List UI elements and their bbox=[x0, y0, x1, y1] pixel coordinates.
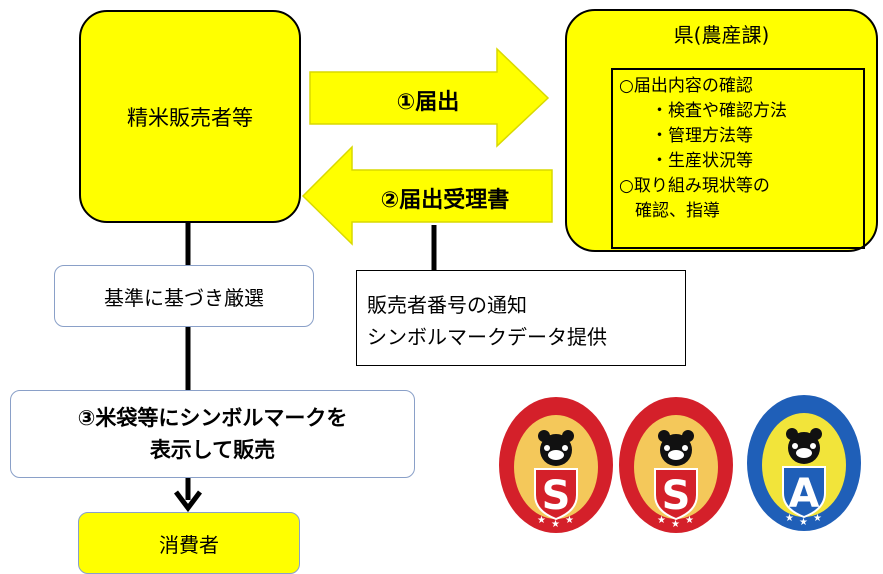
consumer-box: 消費者 bbox=[78, 512, 300, 574]
prefecture-box: 県(農産課) ○届出内容の確認 ・検査や確認方法 ・管理方法等 ・生産状況等 ○… bbox=[565, 9, 878, 252]
symbol-mark-icon: S ★ ★ ★ bbox=[619, 397, 733, 533]
selection-box: 基準に基づき厳選 bbox=[54, 265, 314, 327]
symbol-mark-s-2: S ★ ★ ★ bbox=[617, 395, 735, 539]
svg-text:★: ★ bbox=[813, 513, 822, 524]
notify-arrow bbox=[309, 47, 550, 148]
display-line: 表示して販売 bbox=[149, 438, 276, 462]
svg-text:★: ★ bbox=[671, 519, 680, 530]
svg-text:S: S bbox=[662, 473, 691, 519]
svg-text:★: ★ bbox=[537, 515, 546, 526]
checklist-item: ・検査や確認方法 bbox=[651, 101, 787, 121]
svg-text:★: ★ bbox=[657, 515, 666, 526]
svg-text:★: ★ bbox=[685, 515, 694, 526]
seller-box: 精米販売者等 bbox=[79, 10, 301, 223]
symbol-mark-a: A ★ ★ ★ bbox=[745, 393, 863, 537]
consumer-label: 消費者 bbox=[159, 532, 219, 557]
display-line: ③米袋等にシンボルマークを bbox=[77, 406, 348, 430]
checklist-item: 確認、指導 bbox=[635, 201, 720, 221]
notice-line: シンボルマークデータ提供 bbox=[367, 325, 607, 349]
symbol-mark-icon: A ★ ★ ★ bbox=[747, 395, 861, 531]
seller-label: 精米販売者等 bbox=[127, 105, 253, 130]
notify-label: ①届出 bbox=[396, 90, 460, 115]
notice-box: 販売者番号の通知 シンボルマークデータ提供 bbox=[356, 270, 686, 366]
prefecture-title: 県(農産課) bbox=[673, 23, 770, 47]
svg-text:★: ★ bbox=[785, 513, 794, 524]
checklist-item: ○取り組み現状等の bbox=[619, 176, 770, 196]
svg-text:★: ★ bbox=[565, 515, 574, 526]
checklist-item: ・生産状況等 bbox=[651, 151, 753, 171]
checklist-item: ・管理方法等 bbox=[651, 126, 753, 146]
svg-text:★: ★ bbox=[799, 517, 808, 528]
acceptance-label: ②届出受理書 bbox=[380, 188, 510, 213]
acceptance-arrow bbox=[301, 145, 553, 246]
selection-label: 基準に基づき厳選 bbox=[104, 285, 264, 310]
symbol-mark-icon: S ★ ★ ★ bbox=[499, 397, 613, 533]
svg-text:A: A bbox=[789, 471, 820, 517]
checklist-item: ○届出内容の確認 bbox=[619, 76, 753, 96]
prefecture-checklist: ○届出内容の確認 ・検査や確認方法 ・管理方法等 ・生産状況等 ○取り組み現状等… bbox=[611, 68, 865, 249]
svg-text:S: S bbox=[542, 473, 571, 519]
svg-text:★: ★ bbox=[551, 519, 560, 530]
arrowhead-to-consumer bbox=[174, 490, 202, 513]
notice-line: 販売者番号の通知 bbox=[367, 293, 527, 317]
symbol-mark-s-1: S ★ ★ ★ bbox=[497, 395, 615, 539]
display-sale-box: ③米袋等にシンボルマークを 表示して販売 bbox=[10, 390, 415, 478]
